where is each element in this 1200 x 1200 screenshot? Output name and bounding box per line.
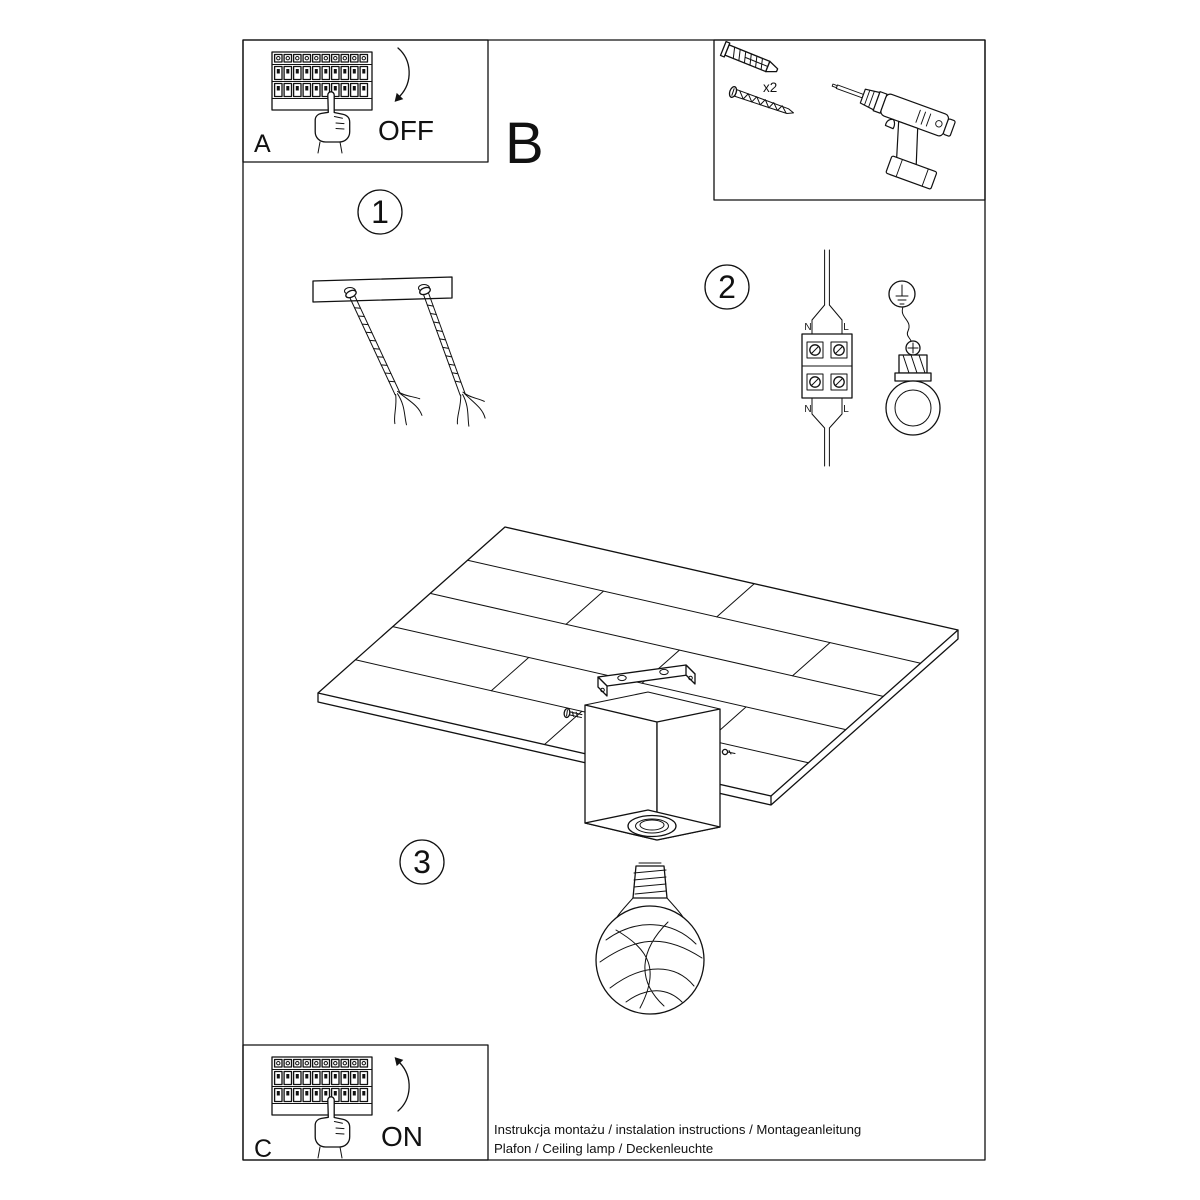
lamp-base-cube [584,691,721,841]
step-1-badge: 1 [357,189,403,235]
step-3-number: 3 [413,844,431,880]
step-3-badge: 3 [399,839,445,885]
step-2-number: 2 [718,269,736,305]
drill-icon [831,83,956,190]
sheet-border [242,39,986,1161]
hardware-box: x2 [713,39,986,201]
step-1-number: 1 [371,194,389,230]
flip-down-arrow-icon [394,47,410,102]
section-label-b: B [505,111,544,176]
ceiling-panel [317,526,959,806]
label-on: ON [381,1121,423,1152]
breaker-panel [272,1057,372,1115]
panel-c-box: C ON [242,1044,489,1163]
mains-wire-bottom [811,397,843,467]
bulb-screw-base [616,862,684,918]
panel-a-frame [242,39,489,163]
wall-anchor-left [335,282,428,430]
wall-anchor-right [409,281,492,431]
mounting-bar [312,276,453,303]
hardware-box-frame [713,39,986,201]
flip-up-arrow-icon [394,1057,410,1112]
footer-line-1: Instrukcja montażu / instalation instruc… [494,1122,861,1137]
bulb-filament [599,921,703,1009]
wire-label-l-bottom: L [843,404,849,415]
mains-wire-top [811,249,843,335]
terminal-block [801,333,853,399]
lamp-holder [885,340,941,436]
panel-c-frame [242,1044,489,1161]
bulb [595,862,705,1015]
fixing-screw-left [563,707,583,719]
step-3: 3 [317,526,959,1015]
wire-label-n-bottom: N [804,404,811,415]
wall-plug-icon [719,40,779,73]
anchor-count: x2 [763,80,777,95]
wire-label-l-top: L [843,322,849,333]
panel-a-box: A OFF [242,39,489,163]
label-off: OFF [378,115,434,146]
fixing-screw-right [721,748,736,756]
mounting-bracket [597,664,696,697]
footer-line-2: Plafon / Ceiling lamp / Deckenleuchte [494,1141,713,1156]
step-2: 2 N L N L [704,249,941,467]
breaker-panel [272,52,372,110]
section-label-c: C [254,1135,272,1163]
step-2-badge: 2 [704,264,750,310]
wire-label-n-top: N [804,322,811,333]
section-label-a: A [254,130,271,158]
ground-wire [901,306,912,345]
socket-ring [627,814,677,838]
screw-icon [728,86,795,115]
ground-symbol-icon [888,280,916,308]
step-1: 1 [312,189,492,431]
